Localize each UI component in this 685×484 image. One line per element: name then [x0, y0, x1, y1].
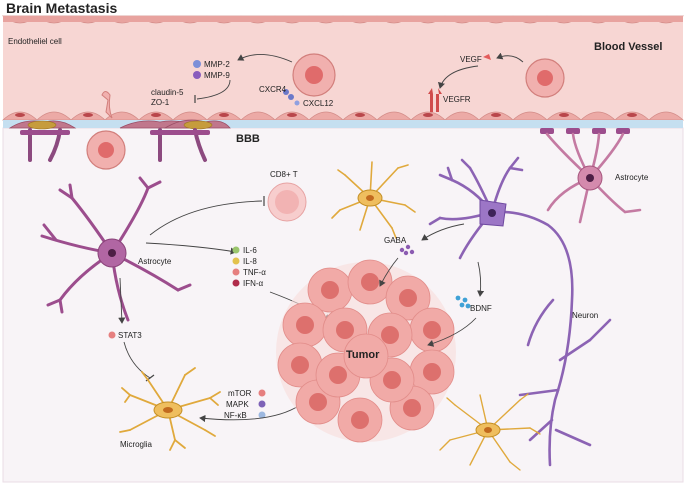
claudin-label: claudin-5 [151, 88, 184, 97]
stat3-dot [108, 331, 116, 339]
nfkb-dot [258, 411, 266, 419]
vegf-icon [483, 54, 491, 60]
gaba-dots [399, 244, 415, 256]
astrocyte-left [40, 176, 192, 322]
bbb-endfeet [8, 119, 231, 162]
vegf-to-vegfr-arrow [437, 65, 479, 89]
stat3-inhibit-line [123, 341, 151, 379]
mtor-label: mTOR [228, 389, 252, 398]
stat3-label: STAT3 [118, 331, 142, 340]
zo1-label: ZO-1 [151, 98, 170, 107]
vegf-tumor-cell [525, 58, 565, 98]
vegf-arrow [496, 52, 524, 63]
tumor-to-microglia-arrow [199, 404, 301, 423]
circulating-tumor-cell [292, 53, 336, 97]
bbb-label: BBB [236, 133, 260, 145]
neuron-label: Neuron [572, 311, 598, 320]
astrocyte-right [540, 128, 642, 224]
blood-vessel-label: Blood Vessel [594, 41, 662, 53]
cxcr4-receptor-icon [283, 89, 289, 95]
astrocyte-yellow-bottom [439, 393, 541, 471]
il6-dot [232, 246, 240, 254]
mmp9-dot [193, 71, 201, 79]
bdnf-label: BDNF [470, 304, 492, 313]
tnf-label: TNF-α [243, 268, 266, 277]
il6-label: IL-6 [243, 246, 257, 255]
cxcl12-dot [294, 100, 300, 106]
microglia-label: Microglia [120, 440, 153, 449]
blood-vessel [1, 15, 685, 121]
gaba-to-tumor-arrow [379, 257, 399, 287]
astrocyte-right-label: Astrocyte [615, 173, 649, 182]
mmp2-dot [193, 60, 201, 68]
mmp2-label: MMP-2 [204, 60, 230, 69]
ifn-dot [232, 279, 240, 287]
bdnf-to-tumor-arrow [427, 317, 477, 347]
bdnf-dots [455, 295, 471, 309]
vegfr-label: VEGFR [443, 95, 471, 104]
bbb-membrane [3, 120, 683, 128]
gaba-label: GABA [384, 236, 407, 245]
ifn-label: IFN-α [243, 279, 264, 288]
mapk-label: MAPK [226, 400, 249, 409]
cd8-label: CD8+ T [270, 170, 298, 179]
vegf-label: VEGF [460, 55, 482, 64]
endothelial-cell-label: Endotheliel cell [8, 37, 62, 46]
astrocyte-yellow-top [331, 161, 416, 239]
tumor-label: Tumor [346, 349, 380, 361]
cd8-t-cell [267, 182, 307, 222]
mapk-dot [258, 400, 266, 408]
tumor-cell-crossing-bbb [86, 91, 126, 170]
cxcr4-receptor-icon-2 [288, 94, 294, 100]
il8-label: IL-8 [243, 257, 257, 266]
cxcr4-label: CXCR4 [259, 85, 287, 94]
vegfr-receptor-icon [428, 88, 442, 112]
nfkb-label: NF-κB [224, 411, 247, 420]
neuron-to-bdnf-arrow [477, 261, 485, 297]
tumor-to-mmp-arrow [237, 54, 293, 63]
cxcl12-label: CXCL12 [303, 99, 334, 108]
mmp-inhibit-line [196, 79, 231, 100]
neuron-to-gaba-arrow [421, 223, 465, 241]
astrocyte-inhibit-cd8-line [149, 200, 263, 236]
astrocyte-left-label: Astrocyte [138, 257, 172, 266]
page-title: Brain Metastasis [6, 0, 117, 16]
tnf-dot [232, 268, 240, 276]
astrocyte-to-cytokines-arrow [145, 242, 237, 255]
tumor-mass [276, 259, 456, 443]
neuron [428, 156, 612, 467]
mmp9-label: MMP-9 [204, 71, 230, 80]
mtor-dot [258, 389, 266, 397]
il8-dot [232, 257, 240, 265]
microglia [119, 367, 221, 451]
astrocyte-to-stat3-arrow [118, 277, 126, 324]
